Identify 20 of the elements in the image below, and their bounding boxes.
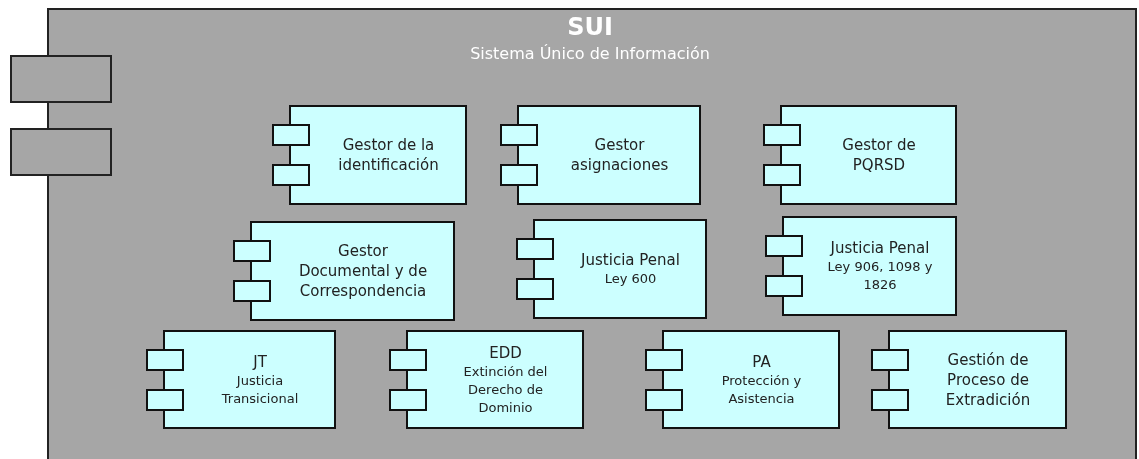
system-title: SUI [566,13,614,41]
component-name: Justicia Penal [830,238,930,258]
component-name: PA [752,351,771,372]
component-subtitle: Extinción del Derecho de Dominio [462,362,549,417]
component-name: Gestor de la identificación [337,135,440,175]
component-name: Justicia Penal [581,250,680,270]
component-name: Gestor de PQRSD [841,135,917,175]
component-name: Gestión de Proceso de Extradición [944,349,1032,410]
port-rectangle [10,55,112,103]
system-component-box [47,8,1137,459]
component-name: EDD [489,342,522,363]
component-subtitle: Protección y Asistencia [720,371,803,408]
port-rectangle [10,128,112,176]
component-subtitle: Ley 906, 1098 y 1826 [826,258,934,294]
component-name: Gestor asignaciones [569,135,670,175]
component-subtitle: Justicia Transicional [220,371,300,408]
component-subtitle: Ley 600 [604,270,657,288]
system-subtitle: Sistema Único de Información [469,44,711,64]
component-name: JT [253,351,267,372]
component-name: Gestor Documental y de Correspondencia [297,241,429,301]
